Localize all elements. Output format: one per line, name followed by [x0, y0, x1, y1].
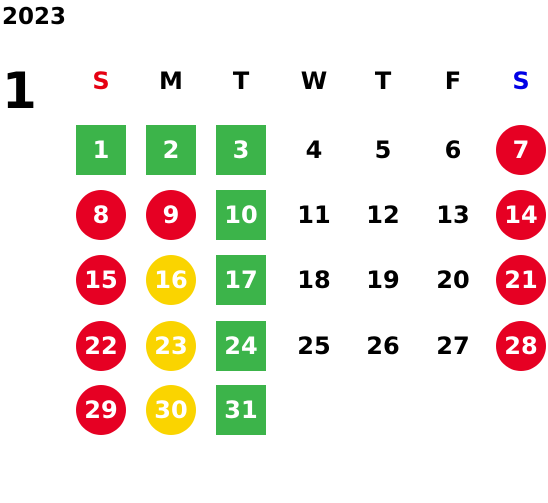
weekday-label: T: [374, 67, 392, 95]
day-cell[interactable]: 18: [297, 266, 331, 294]
day-cell[interactable]: 29: [76, 385, 126, 435]
day-cell[interactable]: 22: [76, 321, 126, 371]
day-cell[interactable]: 27: [436, 332, 470, 360]
day-cell[interactable]: 9: [146, 190, 196, 240]
day-cell[interactable]: 23: [146, 321, 196, 371]
day-cell[interactable]: 3: [216, 125, 266, 175]
day-cell[interactable]: 4: [305, 136, 323, 164]
day-cell[interactable]: 20: [436, 266, 470, 294]
day-cell[interactable]: 5: [374, 136, 392, 164]
day-cell[interactable]: 25: [297, 332, 331, 360]
day-cell[interactable]: 28: [496, 321, 546, 371]
day-cell[interactable]: 7: [496, 125, 546, 175]
day-cell[interactable]: 21: [496, 255, 546, 305]
weekday-label: S: [92, 67, 110, 95]
day-cell[interactable]: 15: [76, 255, 126, 305]
weekday-label: S: [512, 67, 530, 95]
weekday-label: T: [232, 67, 250, 95]
month-number: 1: [2, 62, 37, 120]
weekday-label: F: [444, 67, 462, 95]
day-cell[interactable]: 1: [76, 125, 126, 175]
weekday-label: M: [159, 67, 183, 95]
day-cell[interactable]: 31: [216, 385, 266, 435]
day-cell[interactable]: 12: [366, 201, 400, 229]
day-cell[interactable]: 6: [444, 136, 462, 164]
day-cell[interactable]: 2: [146, 125, 196, 175]
day-cell[interactable]: 16: [146, 255, 196, 305]
year-label: 2023: [2, 4, 67, 30]
day-cell[interactable]: 26: [366, 332, 400, 360]
day-cell[interactable]: 8: [76, 190, 126, 240]
day-cell[interactable]: 14: [496, 190, 546, 240]
day-cell[interactable]: 19: [366, 266, 400, 294]
weekday-label: W: [300, 67, 328, 95]
day-cell[interactable]: 11: [297, 201, 331, 229]
day-cell[interactable]: 30: [146, 385, 196, 435]
day-cell[interactable]: 13: [436, 201, 470, 229]
day-cell[interactable]: 10: [216, 190, 266, 240]
day-cell[interactable]: 24: [216, 321, 266, 371]
day-cell[interactable]: 17: [216, 255, 266, 305]
